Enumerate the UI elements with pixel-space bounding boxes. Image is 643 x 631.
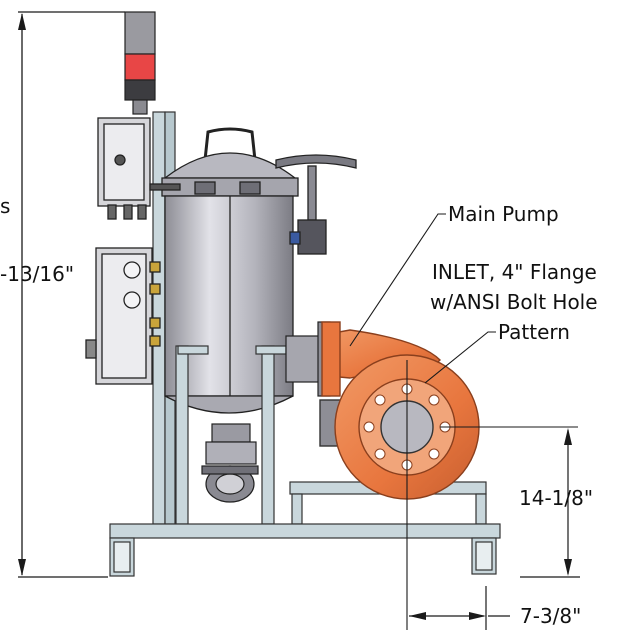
left-fragment-label: s xyxy=(0,194,11,218)
drain-assembly xyxy=(201,423,259,503)
inlet-label-line1: INLET, 4" Flange xyxy=(432,260,597,284)
inlet-leader xyxy=(424,331,496,384)
control-enclosure-upper xyxy=(97,117,151,220)
inlet-centerlines xyxy=(406,360,578,630)
main-pump xyxy=(319,321,480,500)
inlet-label-line2: w/ANSI Bolt Hole xyxy=(430,290,598,314)
overall-height-dimension xyxy=(18,11,125,578)
overall-height-label: -13/16" xyxy=(0,262,75,286)
inlet-height-dimension xyxy=(520,428,580,578)
inlet-height-label: 14-1/8" xyxy=(519,486,594,510)
inlet-label-line3: Pattern xyxy=(498,320,570,344)
inlet-offset-dimension xyxy=(409,586,510,630)
handwheel-valve xyxy=(275,154,357,255)
main-pump-label: Main Pump xyxy=(448,202,559,226)
tank-support-legs xyxy=(175,345,287,525)
skid-base xyxy=(109,523,501,577)
inlet-offset-label: 7-3/8" xyxy=(520,604,582,628)
main-pump-leader xyxy=(349,213,446,347)
control-enclosure-lower xyxy=(85,247,161,385)
signal-light-tower xyxy=(124,11,156,115)
